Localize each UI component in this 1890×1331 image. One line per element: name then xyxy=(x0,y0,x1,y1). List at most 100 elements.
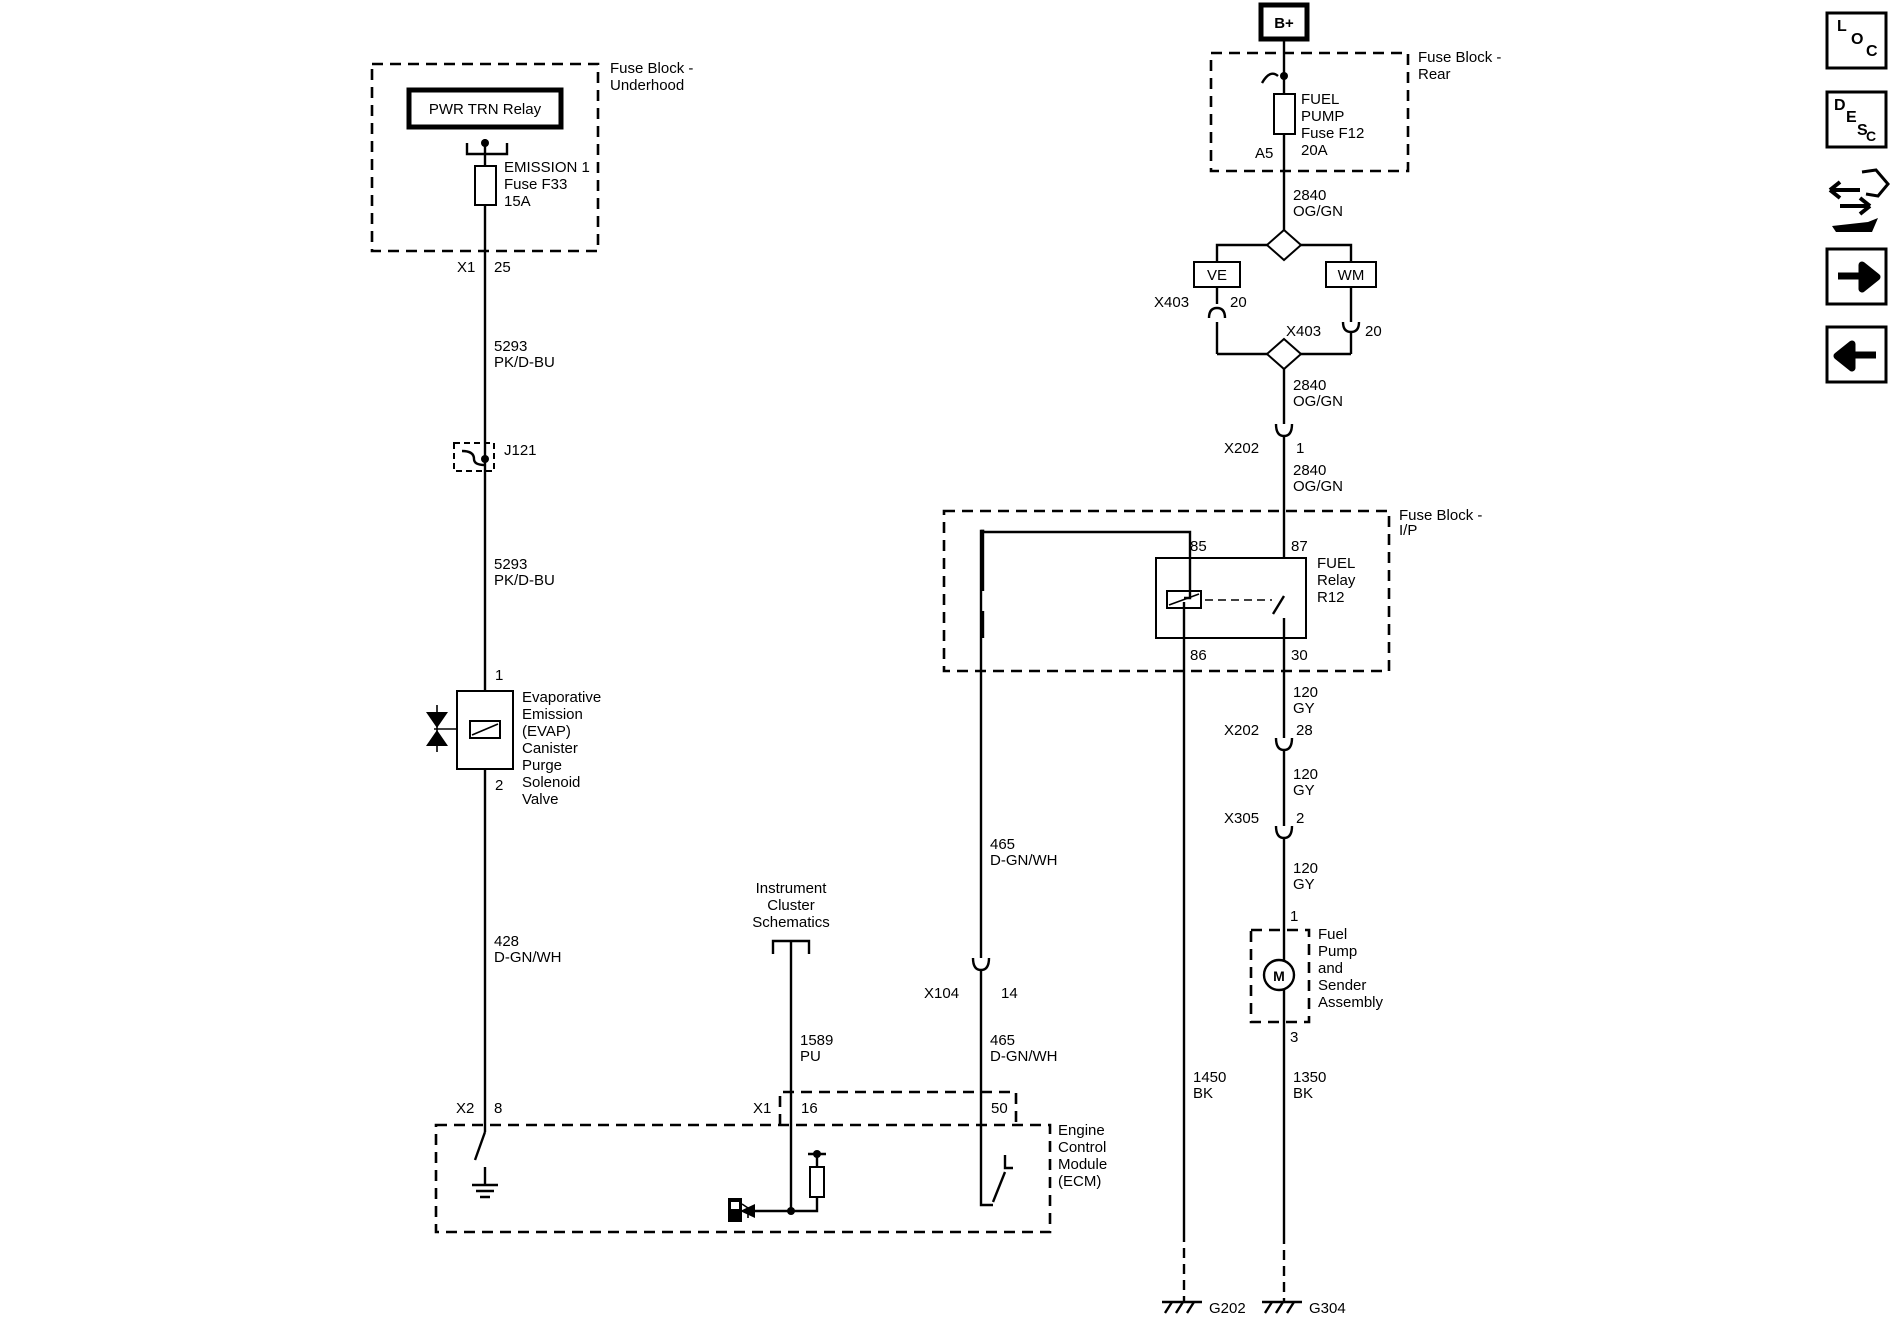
description-button[interactable]: D E S C xyxy=(1825,90,1888,149)
battery-positive-supply: B+ xyxy=(1258,2,1310,42)
svg-text:C: C xyxy=(1866,128,1876,144)
back-arrow-button[interactable] xyxy=(1825,325,1888,384)
svg-text:PWR TRN Relay: PWR TRN Relay xyxy=(429,101,542,118)
ground-g304: G304 xyxy=(1262,1234,1346,1317)
svg-text:WM: WM xyxy=(1338,267,1365,284)
svg-text:20: 20 xyxy=(1365,323,1382,340)
svg-text:86: 86 xyxy=(1190,647,1207,664)
svg-text:1: 1 xyxy=(495,667,503,684)
svg-text:1: 1 xyxy=(1290,908,1298,925)
svg-text:28: 28 xyxy=(1296,722,1313,739)
ground-icon xyxy=(1263,1301,1296,1314)
svg-text:85: 85 xyxy=(1190,538,1207,555)
connector-x305: X305 2 xyxy=(1224,810,1304,840)
location-button[interactable]: L O C xyxy=(1825,11,1888,70)
svg-text:2: 2 xyxy=(495,777,503,794)
svg-text:X104: X104 xyxy=(924,985,959,1002)
svg-text:X2: X2 xyxy=(456,1100,474,1117)
svg-text:X202: X202 xyxy=(1224,722,1259,739)
svg-text:X202: X202 xyxy=(1224,440,1259,457)
splice-j121: J121 xyxy=(453,442,537,472)
svg-text:16: 16 xyxy=(801,1100,818,1117)
svg-text:D: D xyxy=(1834,97,1846,114)
svg-text:E: E xyxy=(1846,109,1857,126)
svg-text:J121: J121 xyxy=(504,442,537,459)
svg-text:G304: G304 xyxy=(1309,1300,1346,1317)
svg-text:C: C xyxy=(1866,43,1878,60)
forward-arrow-button[interactable] xyxy=(1825,247,1888,306)
svg-text:14: 14 xyxy=(1001,985,1018,1002)
svg-text:X403: X403 xyxy=(1286,323,1321,340)
ground-icon xyxy=(1163,1301,1196,1314)
svg-text:3: 3 xyxy=(1290,1029,1298,1046)
connector-x104: X104 14 xyxy=(924,957,1018,1002)
arrow-right-icon xyxy=(1838,261,1881,293)
motor-icon xyxy=(1262,958,1296,992)
svg-text:8: 8 xyxy=(494,1100,502,1117)
svg-text:20: 20 xyxy=(1230,294,1247,311)
svg-text:L: L xyxy=(1837,18,1847,35)
fuel-gauge-icon xyxy=(728,1198,749,1222)
svg-text:A5: A5 xyxy=(1255,145,1273,162)
svg-text:Fuse Block -Rear: Fuse Block -Rear xyxy=(1418,49,1501,83)
connector-x202-pin1: X202 1 xyxy=(1224,423,1304,457)
wire-465 xyxy=(979,529,985,958)
connector-x202-pin28: X202 28 xyxy=(1224,722,1313,752)
svg-text:S: S xyxy=(1857,122,1868,139)
ground-g202: G202 xyxy=(1162,1232,1246,1317)
svg-text:X1: X1 xyxy=(753,1100,771,1117)
variant-split: VE WM X403 20 X403 20 xyxy=(1154,228,1382,371)
fuse-block-underhood: Fuse Block -Underhood PWR TRN Relay EMIS… xyxy=(370,60,693,276)
svg-text:Fuse Block -Underhood: Fuse Block -Underhood xyxy=(610,60,693,94)
svg-text:1: 1 xyxy=(1296,440,1304,457)
svg-text:VE: VE xyxy=(1207,267,1227,284)
svg-text:87: 87 xyxy=(1291,538,1308,555)
svg-text:G202: G202 xyxy=(1209,1300,1246,1317)
pwr-trn-relay-box: PWR TRN Relay xyxy=(406,87,564,130)
svg-text:M: M xyxy=(1273,968,1285,984)
svg-text:50: 50 xyxy=(991,1100,1008,1117)
pullup-resistor-icon xyxy=(809,1166,825,1198)
svg-text:O: O xyxy=(1851,31,1863,48)
svg-text:X305: X305 xyxy=(1224,810,1259,827)
connector-repair-icon[interactable] xyxy=(1828,168,1890,232)
svg-text:Fuse Block -I/P: Fuse Block -I/P xyxy=(1399,507,1482,539)
arrow-left-icon xyxy=(1833,340,1876,372)
svg-text:25: 25 xyxy=(494,259,511,276)
svg-text:X1: X1 xyxy=(457,259,475,276)
svg-text:X403: X403 xyxy=(1154,294,1189,311)
svg-text:30: 30 xyxy=(1291,647,1308,664)
emission-fuse-f33-icon xyxy=(474,165,497,206)
fuel-pump-fuse-f12-icon xyxy=(1273,93,1296,135)
svg-text:2: 2 xyxy=(1296,810,1304,827)
